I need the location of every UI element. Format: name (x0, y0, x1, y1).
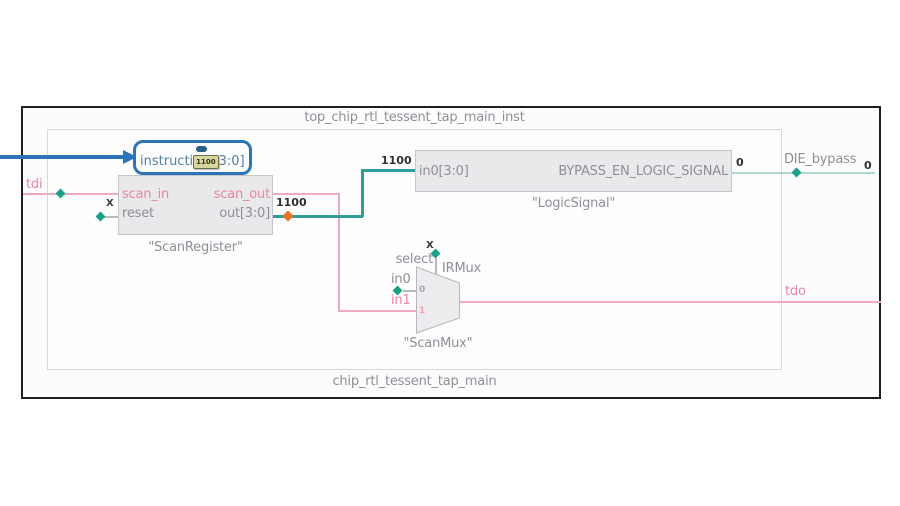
scan-register-module-label: "ScanRegister" (148, 240, 243, 255)
reset-stub-wire[interactable] (104, 216, 118, 218)
mux-in0-stub-wire[interactable] (403, 290, 417, 292)
annotation-arrow-line (0, 155, 124, 159)
scan-mux-module-label: "ScanMux" (403, 336, 473, 351)
mux-in1-wire[interactable] (338, 310, 417, 312)
logic-signal-port-bypass: BYPASS_EN_LOGIC_SIGNAL (558, 164, 728, 179)
mux-pin1-number: 1 (419, 306, 426, 316)
logic-out-value: 0 (736, 156, 744, 169)
scan-register-port-reset: reset (122, 206, 154, 221)
tdi-port-label[interactable]: tdi (26, 177, 43, 192)
out-bus-wire-h1[interactable] (273, 215, 363, 218)
mux-pin0-number: 0 (419, 285, 426, 295)
outer-instance-title: top_chip_rtl_tessent_tap_main_inst (304, 110, 525, 125)
pin-dot-icon (196, 146, 207, 152)
out-bus-value: 1100 (276, 196, 307, 209)
scan-mux-shape[interactable] (416, 266, 462, 336)
scan-out-wire-h[interactable] (273, 193, 340, 195)
reset-value: X (106, 198, 114, 209)
instruction-label-pre: instructi (140, 154, 194, 169)
scan-out-wire-v[interactable] (338, 193, 340, 312)
mux-port-select: select (395, 252, 434, 267)
logic-signal-module-label: "LogicSignal" (531, 196, 616, 211)
tdo-port-label[interactable]: tdo (785, 284, 806, 299)
die-bypass-port-label[interactable]: DIE_bypass (784, 152, 857, 167)
mux-port-in1: in1 (391, 293, 411, 308)
logic-signal-port-in0: in0[3:0] (419, 164, 469, 179)
die-bypass-wire[interactable] (732, 172, 875, 174)
logic-signal-block[interactable] (415, 150, 732, 192)
out-bus-wire-v[interactable] (361, 169, 364, 217)
mux-instance-label: IRMux (442, 261, 482, 276)
logic-in-value: 1100 (381, 154, 412, 167)
scan-register-port-out: out[3:0] (219, 206, 270, 221)
mux-select-stub-wire[interactable] (435, 258, 437, 275)
mux-port-in0: in0 (391, 272, 411, 287)
inner-module-title: chip_rtl_tessent_tap_main (332, 374, 497, 389)
scan-register-port-scan-out: scan_out (213, 187, 271, 202)
scan-register-port-scan-in: scan_in (122, 187, 170, 202)
out-bus-wire-h2[interactable] (361, 169, 415, 172)
scan-register-block[interactable] (118, 175, 273, 235)
instruction-value-badge: 1100 (193, 155, 219, 169)
die-bypass-value: 0 (864, 159, 872, 172)
tdi-wire[interactable] (23, 193, 118, 195)
instruction-label-post: 3:0] (218, 154, 245, 169)
select-value: X (426, 240, 434, 251)
tdo-wire[interactable] (460, 301, 881, 303)
